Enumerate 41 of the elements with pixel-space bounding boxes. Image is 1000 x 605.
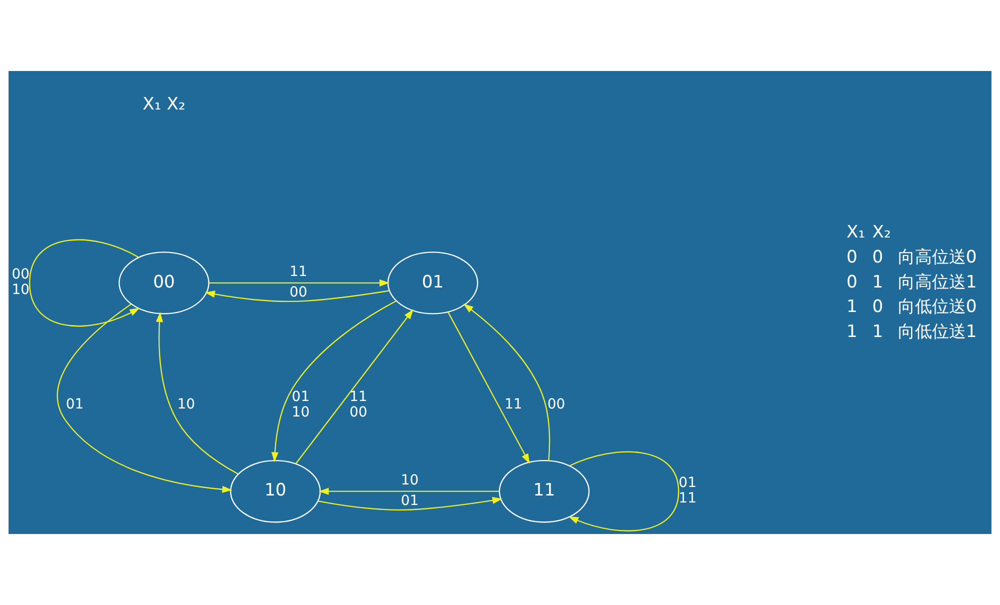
arrow — [463, 304, 550, 461]
label: 0 — [846, 272, 858, 292]
arrow — [57, 304, 232, 493]
edge-label: 01 — [400, 492, 419, 509]
arrow — [568, 451, 680, 532]
label: 向低位送1 — [898, 322, 977, 342]
edge-label: 11 — [289, 264, 308, 280]
arrow — [204, 290, 390, 302]
label: X₁ X₂ — [142, 94, 186, 114]
arrow — [156, 312, 238, 475]
label: 1 — [846, 297, 858, 318]
edge-label: 11 00 — [349, 388, 368, 420]
edge-label: 00 — [547, 396, 566, 413]
arrow — [271, 300, 397, 462]
label: 1 — [872, 272, 884, 292]
label: 1 — [872, 322, 884, 342]
arrow — [318, 488, 500, 495]
edge-label: 01 10 — [292, 388, 310, 420]
arrow — [318, 496, 503, 510]
edge-label: 11 — [504, 396, 522, 413]
edge-label: 00 — [289, 284, 308, 300]
edge-label: 01 11 — [678, 474, 696, 507]
label: 0 — [872, 297, 884, 318]
label: 0 — [846, 247, 858, 268]
node-ellipse: 00 — [118, 252, 210, 314]
label: X₁ — [846, 222, 866, 242]
label: 1 — [846, 322, 858, 342]
arrow — [448, 312, 530, 464]
arrow — [209, 279, 390, 286]
edge-label: 10 — [400, 472, 419, 489]
label: X₂ — [872, 222, 891, 242]
edge-label: 10 — [177, 396, 196, 413]
edge-label: 00 10 — [12, 266, 30, 298]
label: 向高位送0 — [898, 247, 977, 268]
label: 向低位送0 — [898, 297, 977, 318]
arrow — [295, 309, 414, 464]
arrow — [29, 239, 140, 327]
label: 0 — [872, 247, 884, 268]
node-ellipse: 10 — [230, 460, 321, 523]
label: 向高位送1 — [898, 272, 977, 292]
edge-label: 01 — [66, 396, 84, 413]
